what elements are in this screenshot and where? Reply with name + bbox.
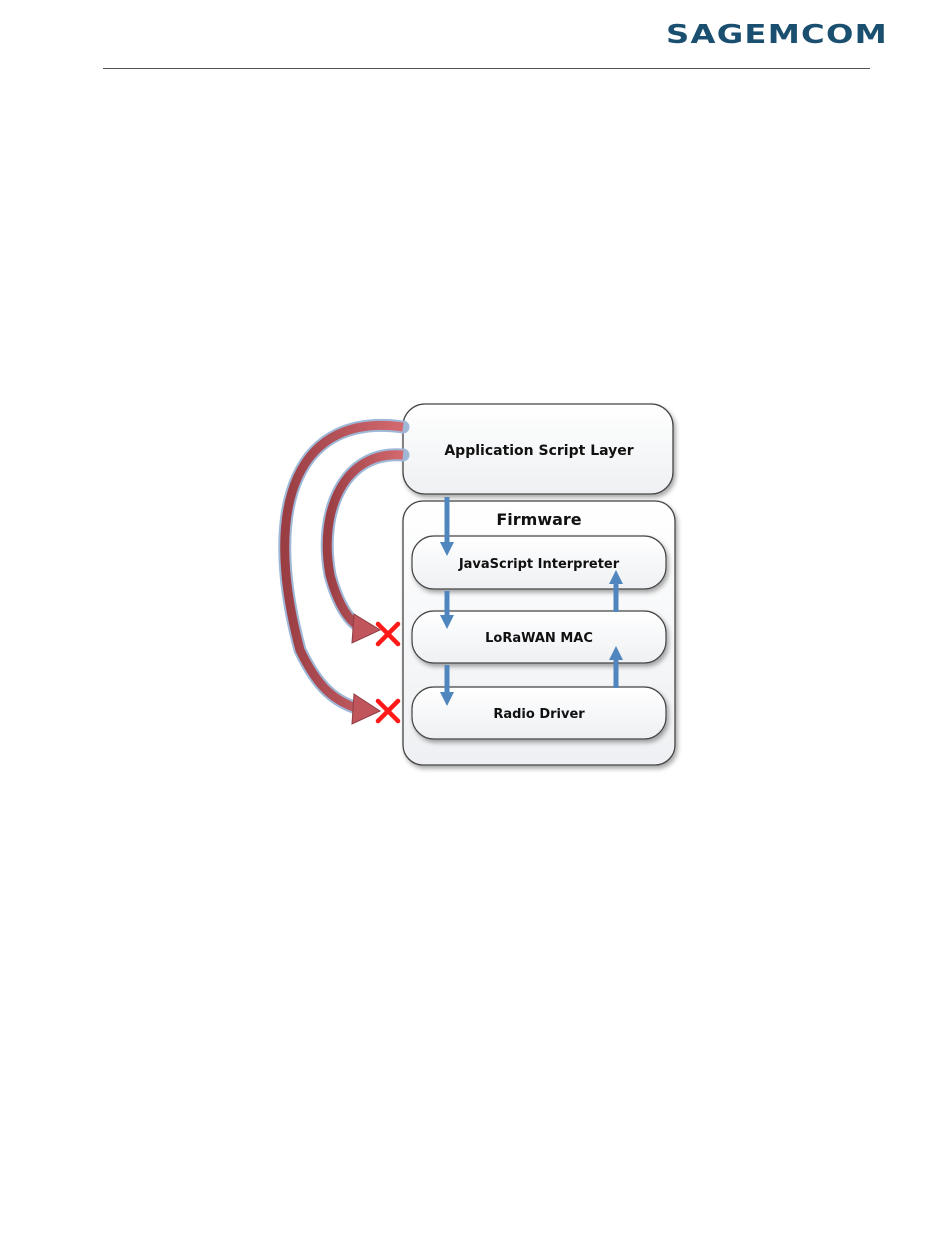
radio-driver-label: Radio Driver [493,707,585,722]
blocked-direct-access-arrows [285,425,403,724]
red-x-icon [378,701,398,721]
javascript-interpreter-label: JavaScript Interpreter [458,557,620,572]
curved-arrow-to-radio-driver [285,425,403,724]
lorawan-mac-label: LoRaWAN MAC [485,631,593,646]
firmware-title: Firmware [496,510,581,529]
curved-arrow-to-lorawan-mac [327,455,403,643]
application-script-layer-box: Application Script Layer [403,404,673,494]
red-x-icon [378,624,398,644]
application-script-layer-label: Application Script Layer [444,443,633,459]
